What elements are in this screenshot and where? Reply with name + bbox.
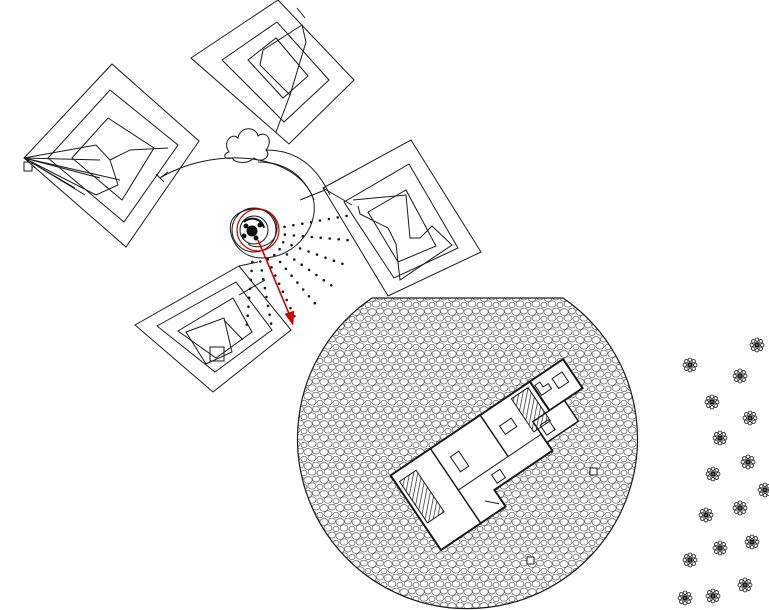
tree-symbol: [682, 357, 698, 373]
stepping-stone: [290, 274, 293, 278]
stepping-stone: [262, 278, 265, 281]
stepping-stone: [298, 247, 302, 250]
pavilion-east: [322, 139, 482, 297]
stepping-stone: [301, 234, 305, 238]
stepping-stone: [248, 287, 252, 291]
tree-symbol: [677, 590, 693, 606]
stepping-stone: [341, 262, 344, 266]
stepping-stone: [301, 222, 304, 225]
stepping-stone: [319, 236, 323, 240]
stepping-stone: [309, 220, 313, 224]
stepping-stone: [266, 304, 270, 308]
stepping-stone: [270, 266, 273, 269]
stepping-stone: [324, 256, 327, 260]
stepping-stone: [258, 260, 262, 263]
tree-symbol: [712, 540, 728, 556]
stepping-stone: [337, 238, 341, 241]
stepping-stone: [300, 263, 304, 267]
stepping-stone: [278, 260, 282, 264]
stepping-stone: [307, 268, 311, 272]
stepping-stone: [318, 219, 322, 222]
stepping-stone: [336, 216, 340, 219]
stepping-stone: [265, 295, 268, 299]
tree-symbol: [705, 588, 721, 604]
circular-plaza: [296, 297, 639, 610]
stepping-stone: [332, 259, 336, 263]
stepping-stone: [329, 284, 333, 287]
tree-symbol: [742, 410, 758, 426]
stepping-stone: [346, 238, 349, 242]
stepping-stone: [315, 253, 319, 256]
stepping-stones: [245, 214, 349, 326]
tree-symbol: [704, 394, 720, 410]
stepping-stone: [292, 234, 296, 237]
stepping-stone: [296, 281, 299, 284]
spiral-court: [155, 128, 331, 259]
stepping-stone: [246, 314, 249, 318]
tree-symbol: [744, 534, 760, 550]
tree-symbol: [705, 466, 721, 482]
direction-arrow: [257, 239, 295, 326]
stepping-stone: [327, 217, 331, 221]
stepping-stone: [284, 267, 288, 271]
stepping-stone: [260, 269, 264, 272]
tree-symbol: [712, 430, 728, 446]
tree-symbol: [740, 454, 756, 470]
stepping-stone: [281, 290, 285, 294]
stepping-stone: [345, 214, 348, 218]
stepping-stone: [307, 295, 311, 298]
stepping-stone: [278, 247, 281, 251]
stepping-stone: [273, 253, 276, 257]
pavilion-south: [134, 261, 292, 393]
pavilion-west: [23, 63, 200, 248]
tree-symbol: [757, 482, 769, 498]
stepping-stone: [251, 260, 254, 264]
stepping-stone: [283, 225, 286, 229]
stepping-stone: [281, 241, 285, 244]
stepping-stone: [263, 286, 267, 290]
stepping-stone: [268, 313, 271, 317]
spiral-core: [241, 217, 265, 241]
stepping-stone: [283, 233, 287, 236]
stepping-stone: [277, 282, 281, 286]
stepping-stone: [285, 253, 289, 256]
tree-symbol: [682, 552, 698, 568]
stepping-stone: [293, 258, 296, 261]
stepping-stone: [310, 235, 314, 239]
tree-symbol: [732, 368, 748, 384]
tree-grove: [677, 337, 769, 606]
stepping-stone: [247, 296, 251, 300]
stepping-stone: [315, 273, 318, 277]
tree-symbol: [732, 500, 748, 516]
stepping-stone: [245, 323, 249, 326]
stepping-stone: [269, 322, 273, 325]
stepping-stone: [249, 278, 253, 282]
stepping-stone: [322, 278, 326, 282]
stepping-stone: [313, 301, 317, 305]
tree-symbol: [737, 577, 753, 593]
stepping-stone: [290, 244, 293, 247]
stepping-stone: [250, 269, 253, 273]
stepping-stone: [292, 223, 295, 227]
stepping-stone: [301, 288, 305, 291]
stepping-stone: [328, 237, 332, 240]
stepping-stone: [274, 274, 277, 277]
stepping-stone: [285, 298, 289, 302]
stepping-stone: [247, 305, 250, 309]
tree-symbol: [698, 507, 714, 523]
building-plan: [389, 357, 585, 552]
pavilion-north: [190, 0, 355, 145]
focus-circle: [236, 208, 280, 252]
stepping-stone: [307, 250, 310, 253]
tree-symbol: [749, 337, 765, 353]
stepping-stone: [289, 306, 292, 310]
